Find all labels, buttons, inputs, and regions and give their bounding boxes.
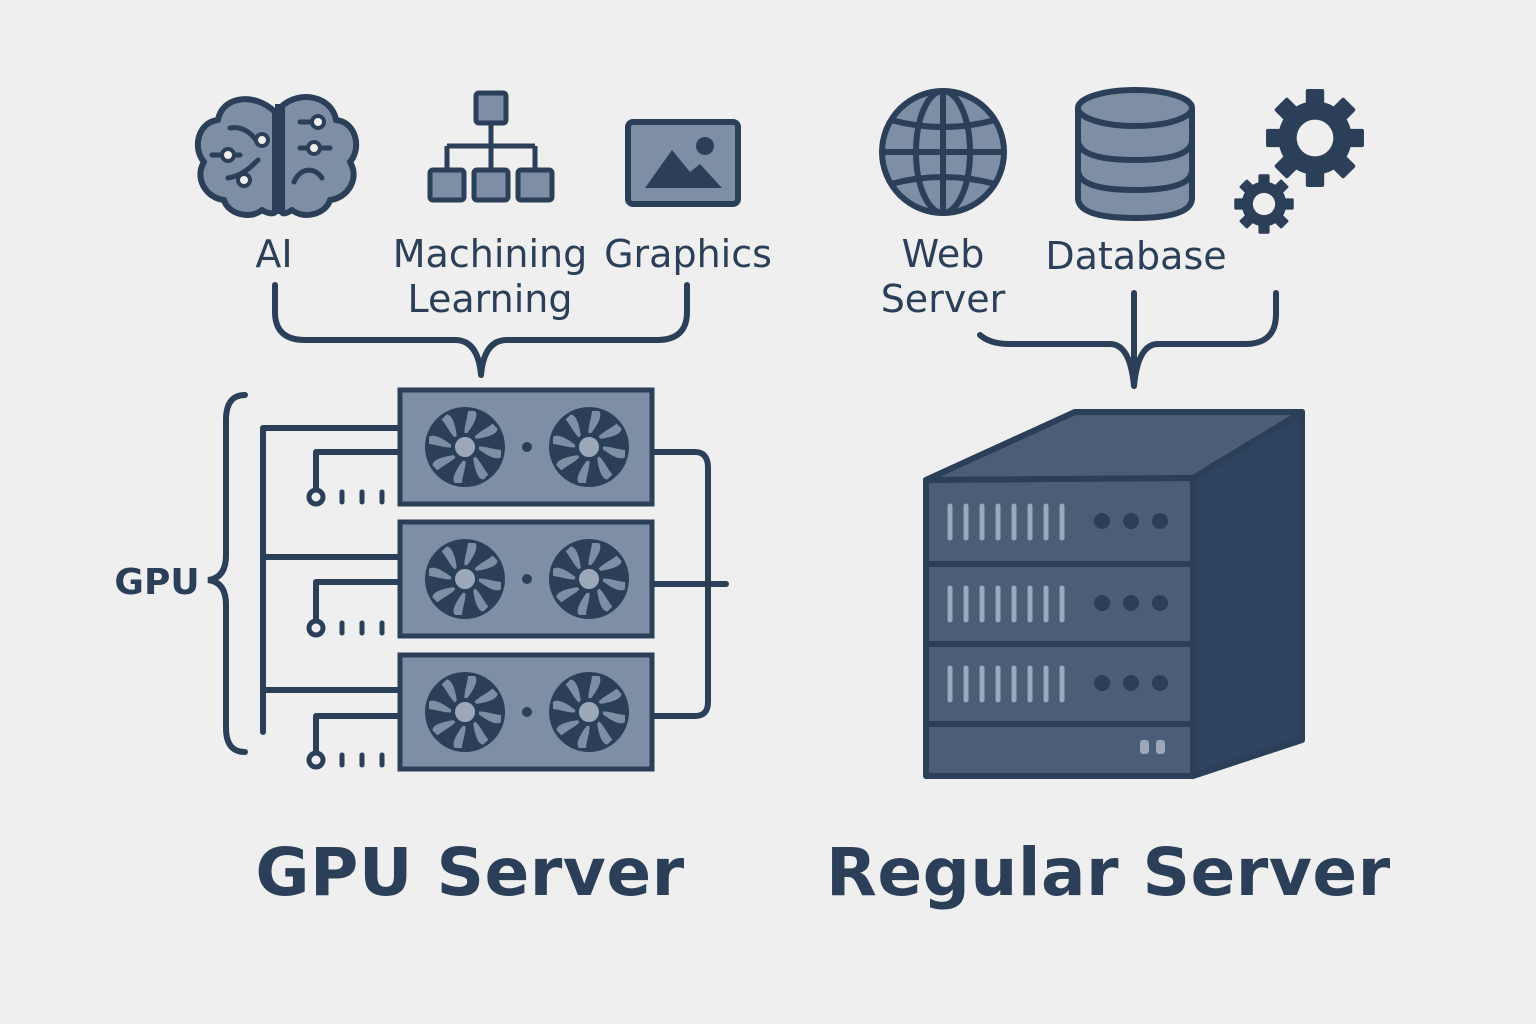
brain-icon xyxy=(194,94,360,218)
image-icon xyxy=(625,119,741,207)
server-vent-slots xyxy=(947,503,1065,703)
gpu-brace xyxy=(207,392,248,755)
server-tower xyxy=(923,409,1305,779)
workload-label-database: Database xyxy=(1045,234,1227,278)
globe-icon xyxy=(879,88,1007,216)
gpu-server-title: GPU Server xyxy=(255,834,685,911)
server-status-leds xyxy=(1140,740,1165,754)
gpu-card-3 xyxy=(400,655,652,769)
regular-workload-brace xyxy=(977,290,1279,389)
gpu-card-1 xyxy=(400,390,652,504)
gpu-wiring xyxy=(260,425,729,759)
gears-icon xyxy=(1234,89,1364,234)
gpu-port-dots xyxy=(306,487,326,770)
workload-label-machine-learning: Machining Learning xyxy=(392,232,588,321)
server-indicator-lights xyxy=(1094,513,1168,691)
hierarchy-icon xyxy=(427,90,555,203)
gpu-card-2 xyxy=(400,522,652,636)
regular-server-title: Regular Server xyxy=(826,834,1391,911)
gpu-port-ticks xyxy=(339,489,385,768)
workload-label-web-server: Web Server xyxy=(880,232,1006,321)
workload-label-ai: AI xyxy=(255,232,293,276)
workload-label-graphics: Graphics xyxy=(604,232,772,276)
gpu-label: GPU xyxy=(114,562,200,603)
database-icon xyxy=(1075,87,1195,222)
gpu-workload-brace xyxy=(272,282,690,378)
